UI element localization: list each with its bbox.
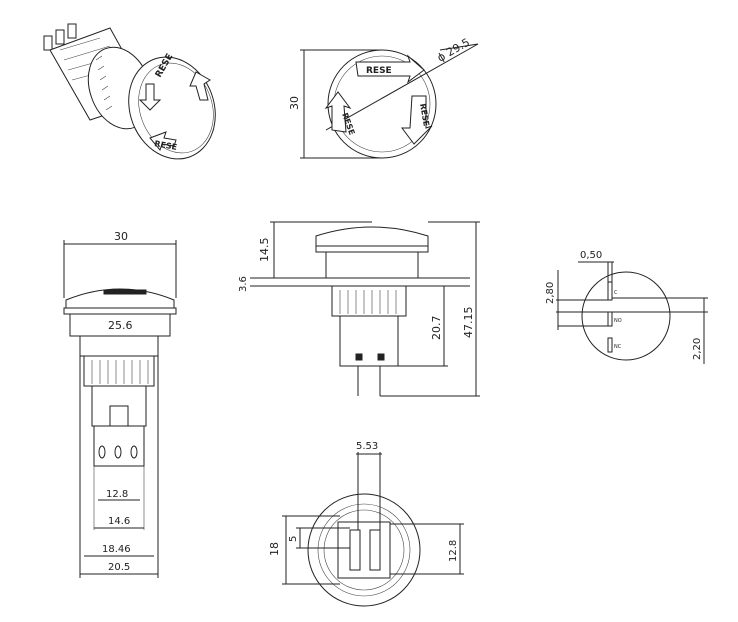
front-view: 30 25.6 12.8 14.6 18.46 20.5 bbox=[63, 230, 177, 578]
dim-left-5: 5 bbox=[288, 536, 299, 542]
dim-height-30: 30 bbox=[288, 96, 301, 110]
dim-inner-18-46: 18.46 bbox=[102, 544, 131, 555]
terminal-detail-view: 0,50 C NO NC 2,80 2,20 bbox=[545, 250, 708, 364]
dim-top-width-30: 30 bbox=[114, 230, 128, 243]
top-view: ϕ 29.5 30 RESE RESE RESE bbox=[288, 36, 479, 159]
terminal-label-c: C bbox=[614, 290, 618, 296]
dim-panel-3-6: 3.6 bbox=[238, 276, 249, 292]
dim-inner-14-6: 14.6 bbox=[108, 516, 130, 527]
side-view: 14.5 3.6 20.7 47.15 bbox=[238, 221, 480, 397]
dim-total-height-47-15: 47.15 bbox=[462, 307, 475, 339]
top-arrow-label-1: RESE bbox=[366, 66, 392, 76]
terminal-label-nc: NC bbox=[614, 344, 622, 350]
bottom-view: 5.53 18 5 12.8 bbox=[268, 441, 464, 607]
dim-left-18: 18 bbox=[268, 542, 281, 556]
dim-bottom-20-5: 20.5 bbox=[108, 562, 130, 573]
dim-height-2-20: 2,20 bbox=[692, 338, 703, 360]
dim-height-2-80: 2,80 bbox=[545, 282, 556, 304]
dim-right-12-8: 12.8 bbox=[448, 540, 459, 562]
isometric-view: RESE RESE bbox=[43, 23, 216, 160]
iso-arrow-label-2: RESE bbox=[154, 139, 178, 152]
terminal-label-no: NO bbox=[614, 318, 622, 324]
dim-body-height-20-7: 20.7 bbox=[430, 316, 443, 341]
dim-diameter-29-5: ϕ 29.5 bbox=[435, 36, 472, 65]
dim-cap-height-14-5: 14.5 bbox=[258, 238, 271, 263]
dim-pin-width-0-50: 0,50 bbox=[580, 250, 602, 261]
dim-inner-12-8: 12.8 bbox=[106, 489, 128, 500]
dim-top-5-53: 5.53 bbox=[356, 441, 378, 452]
dim-cap-width-25-6: 25.6 bbox=[108, 319, 133, 332]
top-arrow-label-3: RESE bbox=[418, 103, 431, 127]
